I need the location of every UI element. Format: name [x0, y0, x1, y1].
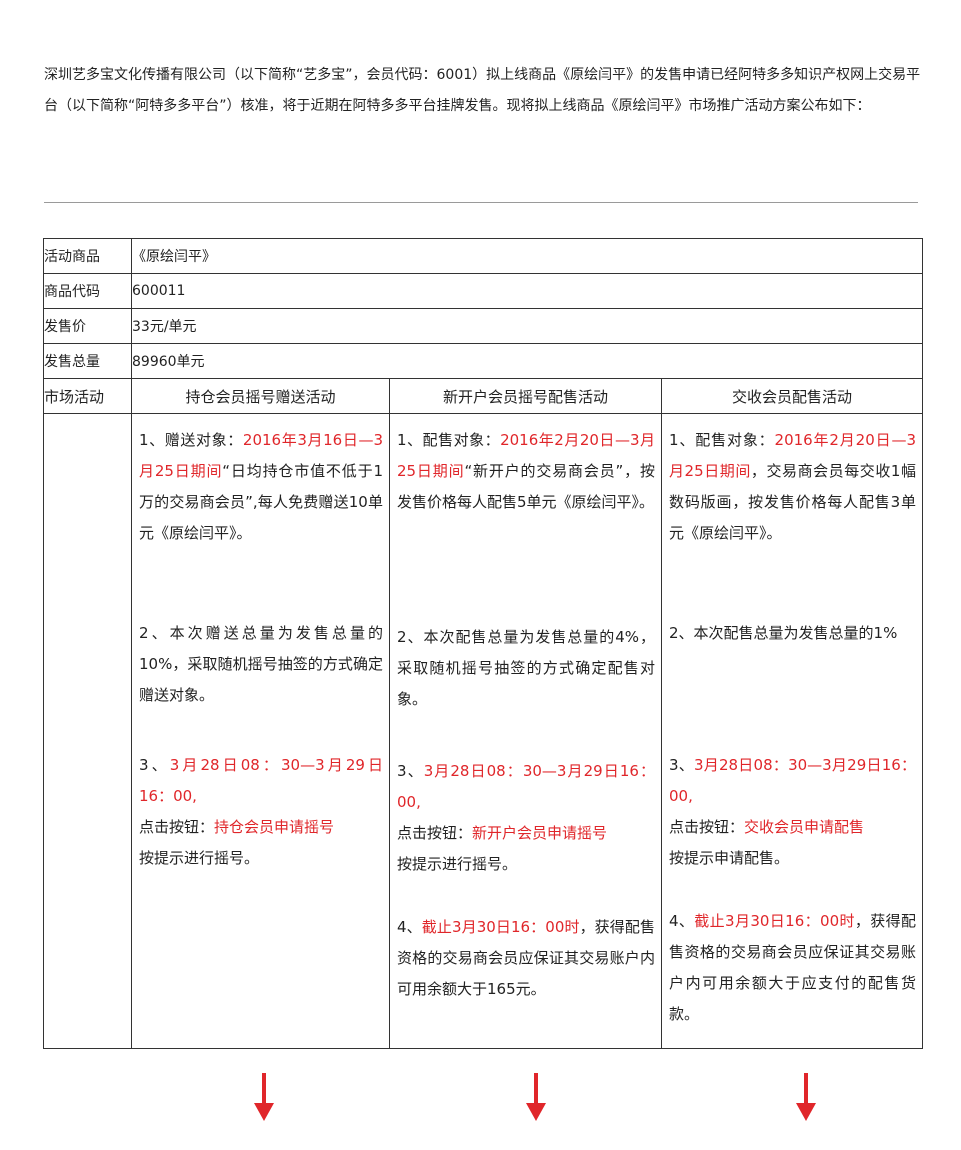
- down-arrow-icon: [796, 1073, 816, 1121]
- date-range: 2016年3月16日—3月25日期间: [139, 431, 383, 480]
- deadline: 截止3月30日16：00时: [421, 918, 580, 936]
- market-activity-label: 市场活动: [43, 378, 132, 414]
- row-value: 600011: [130, 273, 924, 309]
- rule-text: 4、: [397, 918, 422, 936]
- row-value: 33元/单元: [130, 308, 924, 344]
- rule-2: 2、本次赠送总量为发售总量的10%，采取随机摇号抽签的方式确定赠送对象。: [139, 624, 383, 704]
- table-row: 活动商品 《原绘闫平》: [43, 238, 924, 274]
- date-range: 2016年2月20日—3月25日期间: [397, 431, 655, 480]
- rule-3: 3、3月28日08：30—3月29日16：00, 点击按钮：新开户会员申请摇号 …: [397, 756, 655, 880]
- column-title-holding: 持仓会员摇号赠送活动: [131, 378, 390, 414]
- row-label: 发售价: [43, 308, 132, 344]
- action-button-name: 交收会员申请配售: [744, 818, 865, 836]
- down-arrow-icon: [526, 1073, 546, 1121]
- row-value: 89960单元: [130, 343, 924, 379]
- table-row: 商品代码 600011: [43, 273, 924, 309]
- time-range: 3月28日08：30—3月29日16：00,: [139, 756, 384, 805]
- row-label: 发售总量: [43, 343, 132, 379]
- row-value: 《原绘闫平》: [130, 238, 924, 274]
- deadline: 截止3月30日16：00时: [694, 912, 855, 930]
- table-header-row: 市场活动 持仓会员摇号赠送活动 新开户会员摇号配售活动 交收会员配售活动: [43, 378, 924, 414]
- rule-2: 2、本次配售总量为发售总量的4%，采取随机摇号抽签的方式确定配售对象。: [397, 628, 655, 708]
- rule-text: “新开户的交易商会员”，按发售价格每人配售5单元《原绘闫平》。: [397, 462, 656, 511]
- action-button-name: 持仓会员申请摇号: [214, 818, 335, 836]
- rule-3: 3、3月28日08：30—3月29日16：00, 点击按钮：持仓会员申请摇号 按…: [139, 750, 383, 874]
- rule-text: 3、: [139, 756, 170, 774]
- rule-text: ，获得配售资格的交易商会员应保证其交易账户内可用余额大于应支付的配售货款。: [669, 912, 917, 1023]
- new-account-activity-cell: 1、配售对象：2016年2月20日—3月25日期间“新开户的交易商会员”，按发售…: [389, 413, 662, 1049]
- rule-text: 4、: [669, 912, 695, 930]
- down-arrow-icon: [254, 1073, 274, 1121]
- empty-label-cell: [43, 413, 132, 1049]
- rule-text: 点击按钮：: [669, 818, 745, 836]
- rule-text: 点击按钮：: [139, 818, 215, 836]
- rule-4: 4、截止3月30日16：00时，获得配售资格的交易商会员应保证其交易账户内可用余…: [397, 912, 655, 1005]
- rule-1: 1、赠送对象：2016年3月16日—3月25日期间“日均持仓市值不低于1万的交易…: [139, 425, 383, 549]
- column-title-new-account: 新开户会员摇号配售活动: [389, 378, 662, 414]
- rule-text: 按提示进行摇号。: [397, 855, 518, 873]
- rule-text: 点击按钮：: [397, 824, 473, 842]
- row-label: 活动商品: [43, 238, 132, 274]
- action-button-name: 新开户会员申请摇号: [472, 824, 608, 842]
- intro-paragraph: 深圳艺多宝文化传播有限公司（以下简称“艺多宝”，会员代码：6001）拟上线商品《…: [44, 67, 921, 114]
- rule-1: 1、配售对象：2016年2月20日—3月25日期间“新开户的交易商会员”，按发售…: [397, 425, 655, 518]
- column-title-delivery: 交收会员配售活动: [660, 378, 924, 414]
- rule-3: 3、3月28日08：30—3月29日16：00, 点击按钮：交收会员申请配售 按…: [669, 750, 916, 874]
- rule-text: 1、配售对象：: [669, 431, 775, 449]
- rule-text: 1、赠送对象：: [139, 431, 243, 449]
- rule-text: 3、: [397, 762, 424, 780]
- rule-2: 2、本次配售总量为发售总量的1%: [669, 624, 898, 642]
- holding-activity-cell: 1、赠送对象：2016年3月16日—3月25日期间“日均持仓市值不低于1万的交易…: [131, 413, 390, 1049]
- rule-text: ，交易商会员每交收1幅数码版画，按发售价格每人配售3单元《原绘闫平》。: [669, 462, 917, 542]
- rule-text: ，获得配售资格的交易商会员应保证其交易账户内可用余额大于165元。: [397, 918, 655, 998]
- rule-4: 4、截止3月30日16：00时，获得配售资格的交易商会员应保证其交易账户内可用余…: [669, 906, 916, 1030]
- row-label: 商品代码: [43, 273, 132, 309]
- rule-text: 1、配售对象：: [397, 431, 501, 449]
- divider: [44, 202, 918, 203]
- delivery-activity-cell: 1、配售对象：2016年2月20日—3月25日期间，交易商会员每交收1幅数码版画…: [660, 413, 924, 1049]
- rule-text: “日均持仓市值不低于1万的交易商会员”,每人免费赠送10单元《原绘闫平》。: [139, 462, 383, 542]
- table-row: 1、赠送对象：2016年3月16日—3月25日期间“日均持仓市值不低于1万的交易…: [43, 413, 924, 1049]
- table-row: 发售价 33元/单元: [43, 308, 924, 344]
- time-range: 3月28日08：30—3月29日16：00,: [669, 756, 917, 805]
- rule-text: 3、: [669, 756, 694, 774]
- rule-1: 1、配售对象：2016年2月20日—3月25日期间，交易商会员每交收1幅数码版画…: [669, 425, 916, 549]
- activity-table: 活动商品 《原绘闫平》 商品代码 600011 发售价 33元/单元 发售总量 …: [43, 238, 924, 1049]
- rule-text: 按提示申请配售。: [669, 849, 790, 867]
- table-row: 发售总量 89960单元: [43, 343, 924, 379]
- date-range: 2016年2月20日—3月25日期间: [669, 431, 917, 480]
- time-range: 3月28日08：30—3月29日16：00,: [397, 762, 655, 811]
- rule-text: 按提示进行摇号。: [139, 849, 260, 867]
